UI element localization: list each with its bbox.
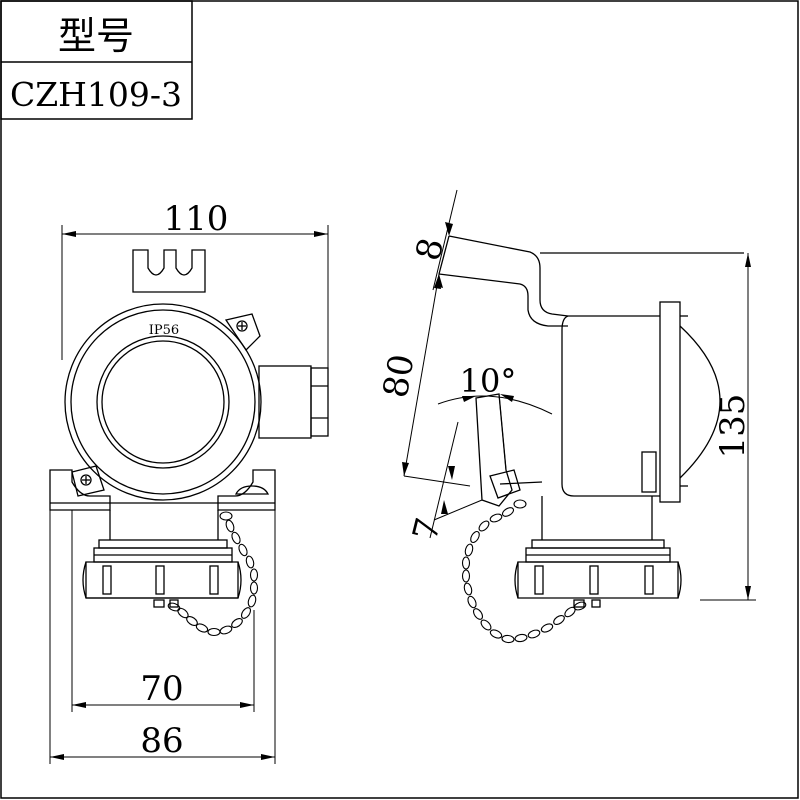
model-value: CZH109-3: [10, 75, 182, 114]
socket-coupling-side: [514, 496, 682, 608]
mounting-lug-side: [438, 235, 744, 327]
dimension-70: 70: [71, 510, 255, 712]
cover-screw-top-right: [224, 313, 261, 352]
dimension-110: 110: [61, 199, 329, 372]
cover-screw-bottom-left: [71, 465, 105, 497]
front-view: 110 IP56: [49, 199, 329, 764]
retaining-chain-side: [461, 499, 587, 644]
dimension-80-label: 80: [376, 351, 423, 401]
dimension-10-degrees-label: 10°: [460, 362, 517, 400]
tilted-cap: [475, 393, 543, 507]
title-block: 型号 CZH109-3: [0, 0, 193, 120]
enclosure-body-side: [561, 301, 721, 503]
dimension-86: 86: [49, 510, 276, 764]
model-label: 型号: [58, 14, 134, 58]
enclosure-body: IP56: [64, 303, 262, 501]
cable-gland-right: [258, 365, 329, 439]
mounting-lug-top: [132, 249, 206, 293]
dimension-110-label: 110: [164, 199, 229, 239]
dimension-70-label: 70: [140, 669, 183, 709]
dimension-10-degrees: 10°: [437, 362, 553, 471]
ip-rating-label: IP56: [149, 323, 179, 338]
title-block-border: [0, 0, 193, 120]
dimension-135: 135: [700, 253, 756, 601]
dimension-7: 7: [405, 421, 483, 545]
dimension-135-label: 135: [713, 394, 753, 459]
dimension-80: 80: [376, 273, 471, 487]
side-view: 135 8 80 10°: [376, 189, 756, 644]
dimension-7-label: 7: [405, 514, 449, 545]
dimension-86-label: 86: [140, 721, 183, 761]
retaining-chain-front: [167, 511, 259, 637]
socket-coupling: [82, 510, 242, 608]
base-flange: [49, 469, 276, 511]
